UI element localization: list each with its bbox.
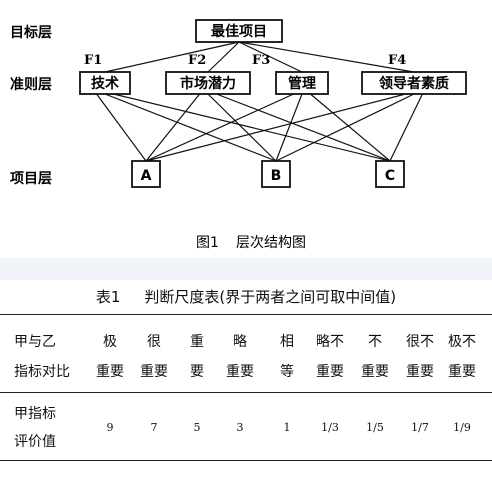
goal-to-criterion-line bbox=[104, 41, 240, 73]
connection-lines bbox=[96, 41, 423, 162]
column-header-line2: 重要 bbox=[226, 364, 254, 380]
project-node-c: C bbox=[375, 160, 405, 188]
criterion-node-f1: 技术 bbox=[79, 71, 131, 95]
criterion-id-f2: F2 bbox=[188, 53, 206, 68]
project-node-a: A bbox=[131, 160, 161, 188]
evaluation-value: 3 bbox=[236, 421, 244, 434]
figure-caption: 层次结构图 bbox=[236, 235, 306, 251]
column-header-line1: 不 bbox=[368, 334, 382, 350]
goal-to-criterion-line bbox=[238, 41, 303, 73]
criterion-to-project-line bbox=[310, 93, 391, 162]
figure-number: 图1 bbox=[196, 235, 219, 251]
column-header-line1: 略 bbox=[233, 334, 247, 350]
criterion-id-f4: F4 bbox=[388, 53, 406, 68]
criterion-to-project-line bbox=[275, 93, 415, 162]
table-top-rule bbox=[0, 314, 492, 315]
evaluation-value: 1/9 bbox=[453, 421, 471, 434]
criterion-node-f3: 管理 bbox=[275, 71, 329, 95]
level-label-criteria: 准则层 bbox=[10, 76, 52, 93]
evaluation-value: 1/3 bbox=[321, 421, 339, 434]
row1-label-line2: 指标对比 bbox=[14, 364, 70, 380]
goal-to-criterion-line bbox=[207, 41, 240, 73]
table-title-text: 判断尺度表(界于两者之间可取中间值) bbox=[144, 288, 397, 306]
column-header-line2: 重要 bbox=[140, 364, 168, 380]
column-header-line1: 相 bbox=[280, 334, 294, 350]
row2-label-line1: 甲指标 bbox=[14, 406, 56, 422]
column-header-line2: 重要 bbox=[406, 364, 434, 380]
column-header-line1: 很不 bbox=[406, 334, 434, 350]
criterion-label-f3: 管理 bbox=[288, 75, 316, 92]
evaluation-value: 1/7 bbox=[411, 421, 429, 434]
column-header-line2: 重要 bbox=[361, 364, 389, 380]
criterion-node-f2: 市场潜力 bbox=[165, 71, 251, 95]
table-number: 表1 bbox=[95, 288, 121, 306]
column-header-line2: 重要 bbox=[316, 364, 344, 380]
criterion-to-project-line bbox=[216, 93, 391, 162]
hierarchy-diagram: 目标层 准则层 项目层 最佳项目 F1 F2 F3 F4 技术 市场潜力 管理 … bbox=[10, 19, 467, 251]
row1-label-line1: 甲与乙 bbox=[14, 334, 56, 350]
goal-to-criterion-line bbox=[238, 41, 415, 73]
column-header-line1: 很 bbox=[147, 334, 161, 350]
goal-node: 最佳项目 bbox=[195, 19, 283, 43]
level-label-goal: 目标层 bbox=[10, 24, 52, 41]
criterion-to-project-line bbox=[145, 93, 294, 162]
column-header-line1: 略不 bbox=[316, 334, 344, 350]
evaluation-value: 5 bbox=[193, 421, 201, 434]
criterion-to-project-line bbox=[113, 93, 391, 162]
criterion-to-project-line bbox=[207, 93, 277, 162]
table-middle-rule bbox=[0, 392, 492, 393]
column-header-line2: 等 bbox=[280, 364, 294, 380]
column-header-line1: 重 bbox=[190, 334, 204, 350]
column-header-line1: 极不 bbox=[448, 334, 476, 350]
criterion-label-f2: 市场潜力 bbox=[180, 75, 236, 92]
table-title: 表1 判断尺度表(界于两者之间可取中间值) bbox=[0, 284, 492, 310]
column-header-line2: 要 bbox=[190, 364, 204, 380]
project-node-b: B bbox=[261, 160, 291, 188]
criterion-id-f3: F3 bbox=[252, 53, 270, 68]
criterion-to-project-line bbox=[145, 93, 406, 162]
column-header-line2: 重要 bbox=[448, 364, 476, 380]
criterion-label-f4: 领导者素质 bbox=[379, 75, 449, 92]
evaluation-value: 7 bbox=[150, 421, 158, 434]
column-header-line2: 重要 bbox=[96, 364, 124, 380]
level-label-project: 项目层 bbox=[10, 171, 52, 187]
criterion-to-project-line bbox=[389, 93, 423, 162]
criterion-to-project-line bbox=[96, 93, 147, 162]
evaluation-value: 9 bbox=[106, 421, 114, 434]
goal-node-label: 最佳项目 bbox=[211, 23, 267, 40]
project-label-a: A bbox=[141, 168, 152, 184]
separator-band bbox=[0, 258, 492, 280]
project-label-c: C bbox=[385, 168, 395, 184]
evaluation-value: 1/5 bbox=[366, 421, 384, 434]
criterion-node-f4: 领导者素质 bbox=[361, 71, 467, 95]
criterion-to-project-line bbox=[145, 93, 201, 162]
column-header-line1: 极 bbox=[103, 334, 117, 350]
project-label-b: B bbox=[271, 168, 282, 184]
criterion-to-project-line bbox=[275, 93, 303, 162]
table-bottom-rule bbox=[0, 460, 492, 461]
evaluation-value: 1 bbox=[283, 421, 291, 434]
criterion-label-f1: 技术 bbox=[91, 75, 119, 92]
criterion-id-f1: F1 bbox=[84, 53, 102, 68]
criterion-to-project-line bbox=[104, 93, 277, 162]
row2-label-line2: 评价值 bbox=[14, 434, 56, 450]
